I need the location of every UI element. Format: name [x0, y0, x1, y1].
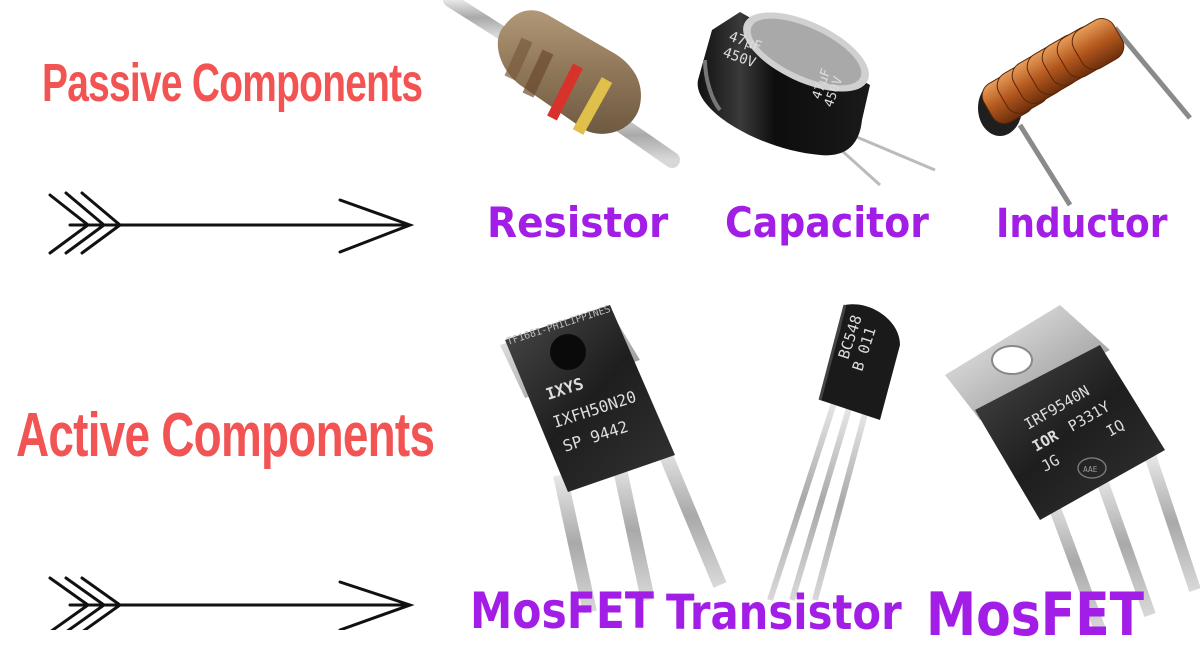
resistor-label: Resistor — [487, 198, 669, 247]
resistor-image — [443, 0, 680, 168]
active-components-heading: Active Components — [16, 401, 435, 470]
passive-arrow-icon — [48, 191, 415, 255]
illustration-canvas: 47µF 450V 47µF 450V TF1681-PHILIPPINES I… — [48, 0, 1200, 630]
irf-mosfet-image: IRF9540N IOR P331Y JG IQ AAE — [945, 305, 1200, 630]
transistor-label: Transistor — [666, 585, 902, 641]
capacitor-image: 47µF 450V 47µF 450V — [697, 12, 936, 187]
ixys-mosfet-image: TF1681-PHILIPPINES IXYS IXFH50N20 SP 944… — [500, 304, 727, 614]
capacitor-label: Capacitor — [725, 198, 929, 247]
irf-emboss-text: AAE — [1083, 465, 1098, 474]
mosfet-right-label: MosFET — [926, 580, 1145, 650]
active-arrow-icon — [48, 576, 415, 630]
inductor-label: Inductor — [996, 201, 1168, 247]
bc548-transistor-image: BC548 B 011 — [767, 304, 900, 601]
mosfet-left-label: MosFET — [470, 582, 654, 640]
passive-components-heading: Passive Components — [42, 53, 423, 113]
inductor-image — [978, 18, 1192, 207]
